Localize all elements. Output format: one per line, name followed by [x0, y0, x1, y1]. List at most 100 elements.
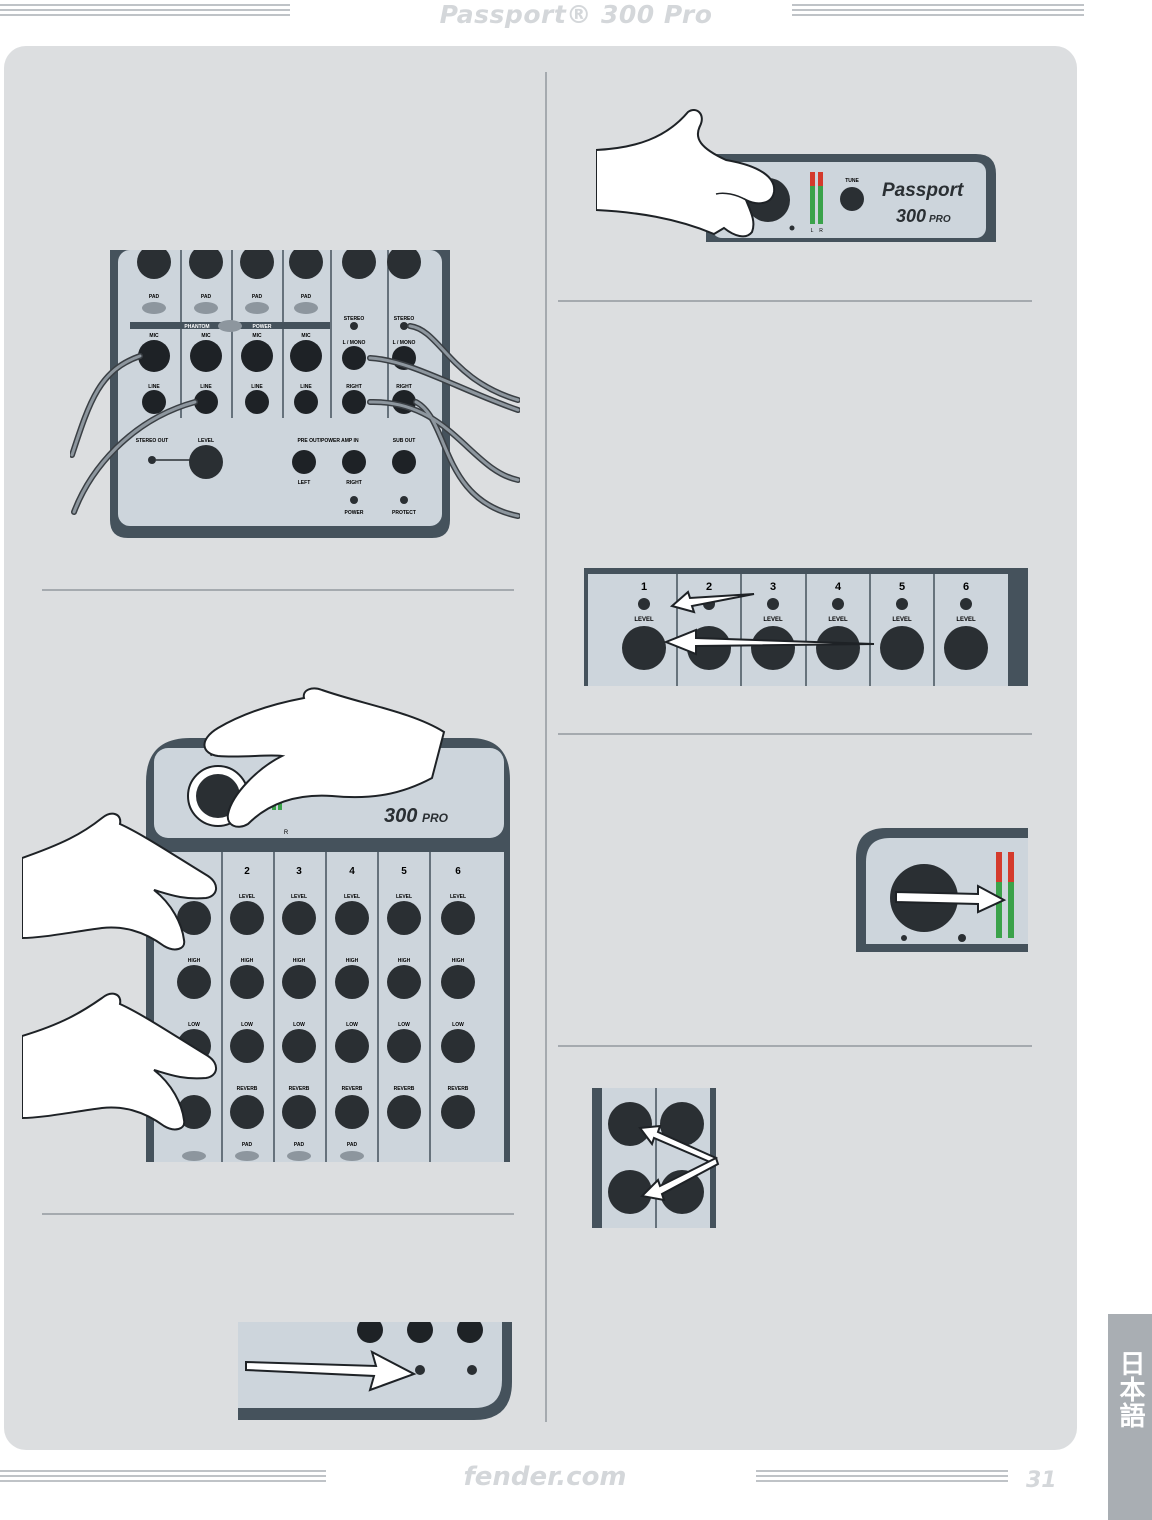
sub-out-label: SUB OUT — [393, 438, 416, 444]
level-label: LEVEL — [198, 438, 214, 444]
stereo-label: STEREO — [344, 316, 365, 322]
reverb-label: REVERB — [342, 1086, 363, 1092]
reverb-label: REVERB — [289, 1086, 310, 1092]
channel-number: 6 — [963, 581, 969, 593]
pad-label: PAD — [201, 294, 212, 300]
low-label: LOW — [293, 1022, 305, 1028]
language-tab — [1108, 1314, 1152, 1520]
channel-number: 3 — [296, 866, 302, 877]
channel-number: 5 — [401, 866, 407, 877]
footer-rule-right — [756, 1470, 1008, 1484]
footer-url[interactable]: fender.com — [463, 1462, 627, 1492]
power-label: POWER — [253, 324, 272, 330]
meter-r-label: R — [819, 228, 823, 234]
line-label: LINE — [300, 384, 312, 390]
section-divider — [558, 1045, 1032, 1047]
section-divider — [42, 589, 514, 591]
level-label: LEVEL — [344, 894, 360, 900]
channel-number: 1 — [641, 581, 647, 593]
stereo-label: STEREO — [394, 316, 415, 322]
level-label: LEVEL — [956, 617, 976, 623]
low-label: LOW — [398, 1022, 410, 1028]
header-title: Passport® 300 Pro — [439, 0, 713, 29]
line-label: LINE — [200, 384, 212, 390]
header-rule-left — [0, 4, 290, 18]
meter-r-label: R — [284, 830, 289, 836]
section-divider — [42, 1213, 514, 1215]
power-led-label: POWER — [345, 510, 364, 516]
level-label: LEVEL — [763, 617, 783, 623]
low-label: LOW — [452, 1022, 464, 1028]
right-label: RIGHT — [396, 384, 412, 390]
channel-number: 4 — [349, 866, 355, 877]
master-volume-illustration: L R TUNE Passport 300 PRO — [596, 108, 996, 242]
model-suffix: PRO — [929, 214, 951, 225]
phantom-label: PHANTOM — [184, 324, 209, 330]
level-label: LEVEL — [450, 894, 466, 900]
line-label: LINE — [251, 384, 263, 390]
language-tab-label: 日本語 — [1115, 1350, 1145, 1428]
channel-level-illustration: 1 2 3 4 5 6 LEVEL LEVEL LEVEL LEVEL LEVE… — [584, 568, 1028, 686]
l-mono-label: L / MONO — [343, 340, 366, 346]
section-divider — [558, 300, 1032, 302]
level-label: LEVEL — [291, 894, 307, 900]
column-divider — [545, 72, 547, 1422]
pad-label: PAD — [149, 294, 160, 300]
eq-knobs-illustration — [592, 1088, 720, 1228]
high-label: HIGH — [241, 958, 254, 964]
level-label: LEVEL — [634, 617, 654, 623]
mic-label: MIC — [252, 333, 262, 339]
level-label: LEVEL — [396, 894, 412, 900]
footer-rule-left — [0, 1470, 326, 1484]
brand-logo: Passport — [882, 180, 964, 201]
level-label: LEVEL — [828, 617, 848, 623]
right-label: RIGHT — [346, 384, 362, 390]
reverb-label: REVERB — [394, 1086, 415, 1092]
tune-label: TUNE — [845, 178, 859, 184]
header-rule-right — [792, 4, 1084, 18]
mic-label: MIC — [201, 333, 211, 339]
channel-number: 6 — [455, 866, 461, 877]
stereo-out-label: STEREO OUT — [136, 438, 169, 444]
level-meter-illustration — [856, 828, 1028, 952]
high-label: HIGH — [293, 958, 306, 964]
model-suffix: PRO — [422, 811, 449, 825]
power-led-illustration — [238, 1322, 512, 1420]
line-label: LINE — [148, 384, 160, 390]
page-number: 31 — [1026, 1468, 1057, 1493]
pad-label: PAD — [252, 294, 263, 300]
pre-out-label: PRE OUT/POWER AMP IN — [297, 438, 359, 444]
reverb-label: REVERB — [448, 1086, 469, 1092]
l-mono-label: L / MONO — [393, 340, 416, 346]
pad-label: PAD — [242, 1142, 253, 1148]
pad-label: PAD — [294, 1142, 305, 1148]
right-label: RIGHT — [346, 480, 362, 486]
model-number: 300 — [896, 206, 926, 226]
channel-number: 5 — [899, 581, 905, 593]
channel-number: 4 — [835, 581, 842, 593]
connections-illustration: PAD PAD PAD PAD PHANTOM POWER STEREO STE… — [70, 250, 520, 538]
mic-label: MIC — [149, 333, 159, 339]
pad-label: PAD — [301, 294, 312, 300]
model-number: 300 — [384, 805, 417, 827]
mic-label: MIC — [301, 333, 311, 339]
channel-number: 2 — [244, 866, 250, 877]
channel-number: 2 — [706, 581, 712, 593]
section-divider — [558, 733, 1032, 735]
high-label: HIGH — [452, 958, 465, 964]
low-label: LOW — [346, 1022, 358, 1028]
low-label: LOW — [188, 1022, 200, 1028]
high-label: HIGH — [188, 958, 201, 964]
protect-label: PROTECT — [392, 510, 416, 516]
left-label: LEFT — [298, 480, 311, 486]
low-label: LOW — [241, 1022, 253, 1028]
high-label: HIGH — [398, 958, 411, 964]
level-label: LEVEL — [239, 894, 255, 900]
reverb-label: REVERB — [237, 1086, 258, 1092]
mixer-top-illustration: VOLUME R 300 PRO 2 3 4 5 6 LEVEL LEVEL L… — [22, 687, 510, 1162]
pad-label: PAD — [347, 1142, 358, 1148]
meter-l-label: L — [811, 228, 814, 234]
level-label: LEVEL — [892, 617, 912, 623]
high-label: HIGH — [346, 958, 359, 964]
channel-number: 3 — [770, 581, 776, 593]
